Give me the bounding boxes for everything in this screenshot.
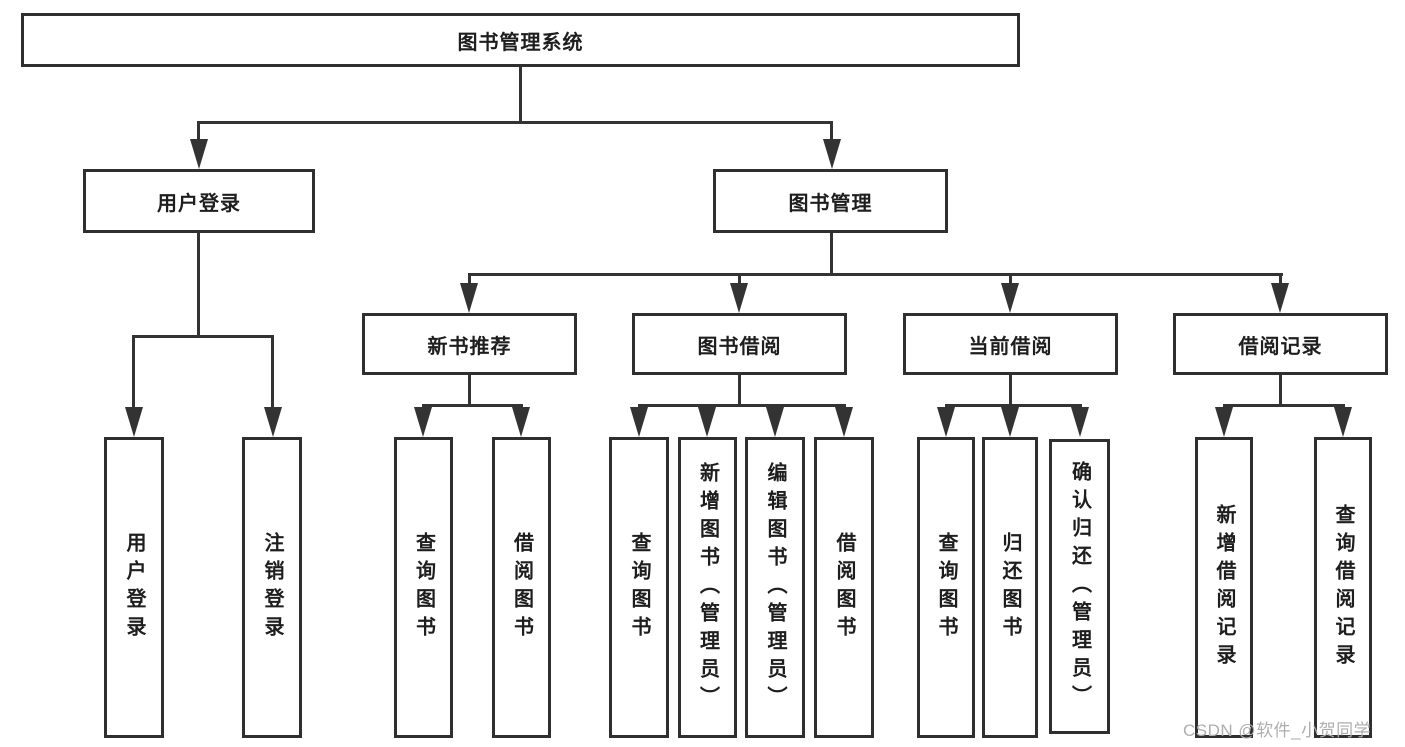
leaf-confirm-return-admin: 确认归还（管理员） bbox=[1049, 439, 1110, 734]
leaf-edit-book-admin: 编辑图书（管理员） bbox=[745, 437, 805, 738]
arrowhead-down-icon bbox=[264, 407, 282, 437]
arrowhead-down-icon bbox=[937, 407, 955, 437]
connector-leaf-stub bbox=[132, 335, 135, 409]
leaf-query-books-borrow: 查询图书 bbox=[609, 437, 669, 738]
connector-records-down bbox=[1279, 374, 1282, 406]
connector-root-horizontal bbox=[197, 121, 833, 124]
leaf-logout: 注销登录 bbox=[242, 437, 302, 738]
connector-user-login-branch bbox=[132, 335, 274, 338]
node-new-book-recommendation: 新书推荐 bbox=[362, 313, 577, 375]
leaf-borrow-books-borrow-label: 借阅图书 bbox=[833, 531, 855, 644]
node-current-borrowing: 当前借阅 bbox=[903, 313, 1118, 375]
leaf-query-books-borrow-label: 查询图书 bbox=[628, 531, 650, 644]
connector-leaf-stub bbox=[1279, 273, 1282, 285]
connector-newbook-branch bbox=[422, 404, 523, 407]
leaf-query-books-current-label: 查询图书 bbox=[935, 531, 957, 644]
arrowhead-down-icon bbox=[414, 407, 432, 437]
connector-book-management-stub bbox=[830, 121, 833, 143]
arrowhead-down-icon bbox=[1071, 407, 1089, 437]
leaf-edit-book-admin-label: 编辑图书（管理员） bbox=[764, 461, 786, 714]
arrowhead-down-icon bbox=[835, 407, 853, 437]
connector-newbook-down bbox=[468, 374, 471, 406]
connector-leaf-stub bbox=[271, 335, 274, 409]
arrowhead-down-icon bbox=[460, 283, 478, 313]
leaf-query-books-newbook: 查询图书 bbox=[394, 437, 453, 738]
leaf-borrow-books-newbook-label: 借阅图书 bbox=[510, 531, 533, 644]
connector-leaf-stub bbox=[738, 273, 741, 285]
connector-current-down bbox=[1009, 374, 1012, 406]
arrowhead-down-icon bbox=[190, 139, 208, 169]
arrowhead-down-icon bbox=[1334, 407, 1352, 437]
leaf-query-borrow-record-label: 查询借阅记录 bbox=[1332, 503, 1354, 672]
csdn-watermark: CSDN @软件_小贺同学 bbox=[1183, 721, 1372, 740]
leaf-user-login-label: 用户登录 bbox=[123, 531, 145, 644]
leaf-return-books: 归还图书 bbox=[982, 437, 1038, 738]
node-book-borrowing: 图书借阅 bbox=[632, 313, 847, 375]
node-book-borrowing-label: 图书借阅 bbox=[697, 335, 782, 358]
leaf-add-book-admin: 新增图书（管理员） bbox=[678, 437, 737, 738]
leaf-query-books-newbook-label: 查询图书 bbox=[412, 531, 435, 644]
arrowhead-down-icon bbox=[1001, 283, 1019, 313]
leaf-add-borrow-record: 新增借阅记录 bbox=[1195, 437, 1253, 738]
leaf-logout-label: 注销登录 bbox=[261, 531, 283, 644]
leaf-user-login: 用户登录 bbox=[104, 437, 164, 738]
connector-leaf-stub bbox=[1009, 273, 1012, 285]
connector-user-login-stub bbox=[197, 121, 200, 143]
connector-borrow-down bbox=[738, 374, 741, 406]
connector-records-branch bbox=[1223, 404, 1345, 407]
connector-user-login-down bbox=[197, 233, 200, 335]
leaf-query-borrow-record: 查询借阅记录 bbox=[1314, 437, 1372, 738]
arrowhead-down-icon bbox=[1271, 283, 1289, 313]
connector-current-branch bbox=[945, 404, 1082, 407]
arrowhead-down-icon bbox=[766, 407, 784, 437]
node-borrowing-records-label: 借阅记录 bbox=[1238, 335, 1323, 358]
leaf-add-borrow-record-label: 新增借阅记录 bbox=[1213, 503, 1235, 672]
node-new-book-recommendation-label: 新书推荐 bbox=[427, 335, 512, 358]
node-root-label: 图书管理系统 bbox=[457, 31, 584, 54]
leaf-return-books-label: 归还图书 bbox=[999, 531, 1021, 644]
leaf-borrow-books-newbook: 借阅图书 bbox=[492, 437, 551, 738]
node-book-management-label: 图书管理 bbox=[788, 192, 873, 215]
leaf-add-book-admin-label: 新增图书（管理员） bbox=[696, 461, 719, 714]
arrowhead-down-icon bbox=[1001, 407, 1019, 437]
node-book-management: 图书管理 bbox=[713, 169, 948, 233]
leaf-query-books-current: 查询图书 bbox=[917, 437, 975, 738]
arrowhead-down-icon bbox=[512, 407, 530, 437]
node-root: 图书管理系统 bbox=[21, 13, 1020, 67]
connector-root-vertical bbox=[519, 67, 522, 121]
connector-level3-branch bbox=[468, 273, 1283, 276]
leaf-borrow-books-borrow: 借阅图书 bbox=[814, 437, 874, 738]
arrowhead-down-icon bbox=[630, 407, 648, 437]
connector-book-management-down bbox=[830, 233, 833, 275]
node-current-borrowing-label: 当前借阅 bbox=[968, 335, 1053, 358]
arrowhead-down-icon bbox=[698, 407, 716, 437]
arrowhead-down-icon bbox=[1215, 407, 1233, 437]
connector-leaf-stub bbox=[468, 273, 471, 285]
leaf-confirm-return-admin-label: 确认归还（管理员） bbox=[1068, 460, 1091, 713]
arrowhead-down-icon bbox=[125, 407, 143, 437]
node-user-login-label: 用户登录 bbox=[157, 192, 241, 215]
node-borrowing-records: 借阅记录 bbox=[1173, 313, 1388, 375]
connector-borrow-branch bbox=[638, 404, 846, 407]
arrowhead-down-icon bbox=[730, 283, 748, 313]
arrowhead-down-icon bbox=[823, 139, 841, 169]
node-user-login: 用户登录 bbox=[83, 169, 315, 233]
